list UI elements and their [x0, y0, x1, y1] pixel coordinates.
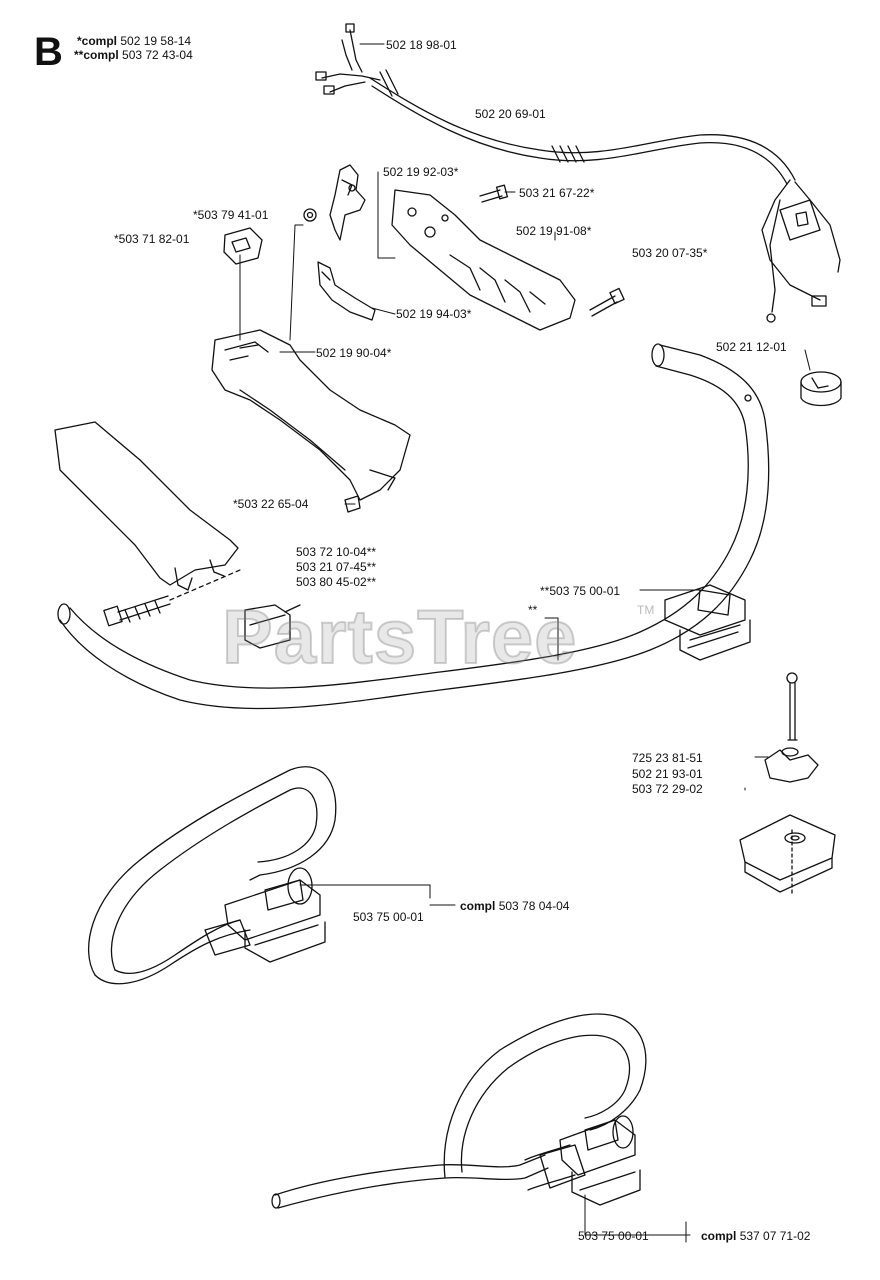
- part-label[interactable]: 502 19 94-03*: [396, 307, 472, 321]
- section-letter: B: [34, 30, 63, 74]
- knob-502-21-12-01: [800, 371, 842, 407]
- switch-wiring-503-20-07-35: [761, 179, 841, 323]
- part-label[interactable]: 502 18 98-01: [386, 38, 457, 52]
- part-label[interactable]: 502 21 12-01: [716, 340, 787, 354]
- part-label[interactable]: 725 23 81-51: [632, 751, 703, 765]
- part-label[interactable]: 502 19 92-03*: [383, 165, 459, 179]
- part-label[interactable]: *503 22 65-04: [233, 497, 309, 511]
- assembly-label-mid[interactable]: compl 503 78 04-04: [460, 899, 569, 913]
- part-label[interactable]: 503 75 00-01: [353, 910, 424, 924]
- header-compl-1: *compl 502 19 58-14: [77, 34, 191, 48]
- header-compl-2-number: 503 72 43-04: [122, 48, 193, 62]
- handlebar-main: [57, 343, 770, 710]
- part-label[interactable]: 502 19 90-04*: [316, 346, 392, 360]
- lever-part-502-19-92-03: [329, 164, 366, 241]
- part-label[interactable]: 502 21 93-01: [632, 767, 703, 781]
- handle-clamp-top: [664, 584, 751, 661]
- assembly-label-mid-prefix: compl: [460, 899, 496, 913]
- throttle-cable-502-20-69-01: [369, 69, 796, 185]
- part-label[interactable]: 503 20 07-35*: [632, 246, 708, 260]
- part-label[interactable]: 503 75 00-01: [578, 1229, 649, 1243]
- part-label[interactable]: *503 79 41-01: [193, 208, 269, 222]
- header-compl-2-prefix: **compl: [74, 48, 119, 62]
- header-compl-2: **compl 503 72 43-04: [74, 48, 193, 62]
- part-label[interactable]: 503 80 45-02**: [296, 575, 377, 589]
- assembly-label-bot-prefix: compl: [701, 1229, 737, 1243]
- header-compl-1-number: 502 19 58-14: [120, 34, 192, 48]
- part-label[interactable]: **503 75 00-01: [540, 584, 621, 598]
- plate-503-72-29-02: [739, 814, 836, 896]
- knob-502-21-93-01: [764, 747, 819, 783]
- part-label[interactable]: 503 21 07-45**: [296, 560, 377, 574]
- part-label: **: [528, 603, 538, 617]
- leader-lines: [239, 43, 811, 1243]
- screw-503-22-65-04: [344, 495, 361, 513]
- handle-assembly-503-78-04-04: [88, 766, 337, 985]
- watermark-trademark: TM: [637, 603, 655, 617]
- header-compl-1-prefix: *compl: [77, 34, 118, 48]
- part-label[interactable]: 503 21 67-22*: [519, 186, 595, 200]
- spacer-503-80-45-02: [244, 604, 301, 649]
- wire-harness-502-18-98-01: [315, 23, 381, 95]
- nut-503-79-41-01: [303, 208, 317, 222]
- part-label[interactable]: 503 72 10-04**: [296, 545, 377, 559]
- switch-503-71-82-01: [223, 227, 263, 265]
- part-label[interactable]: *503 71 82-01: [114, 232, 190, 246]
- screw-lower-handle: [589, 287, 625, 317]
- assembly-label-bot-number: 537 07 71-02: [739, 1229, 811, 1243]
- assembly-label-mid-number: 503 78 04-04: [498, 899, 570, 913]
- part-label[interactable]: 502 20 69-01: [475, 107, 546, 121]
- handle-assembly-537-07-71-02: [271, 1013, 647, 1209]
- part-label[interactable]: 502 19 91-08*: [516, 224, 592, 238]
- bolt-725-23-81-51: [786, 672, 798, 741]
- guard-plate: [54, 421, 241, 601]
- handle-half-502-19-91-08: [391, 189, 576, 331]
- bolt-left: [103, 595, 171, 627]
- trigger-part-502-19-94-03: [317, 261, 376, 321]
- handle-grip-502-19-90-04: [211, 329, 411, 501]
- assembly-label-bot[interactable]: compl 537 07 71-02: [701, 1229, 810, 1243]
- part-label[interactable]: 503 72 29-02: [632, 782, 703, 796]
- screw-503-21-67-22: [479, 184, 509, 203]
